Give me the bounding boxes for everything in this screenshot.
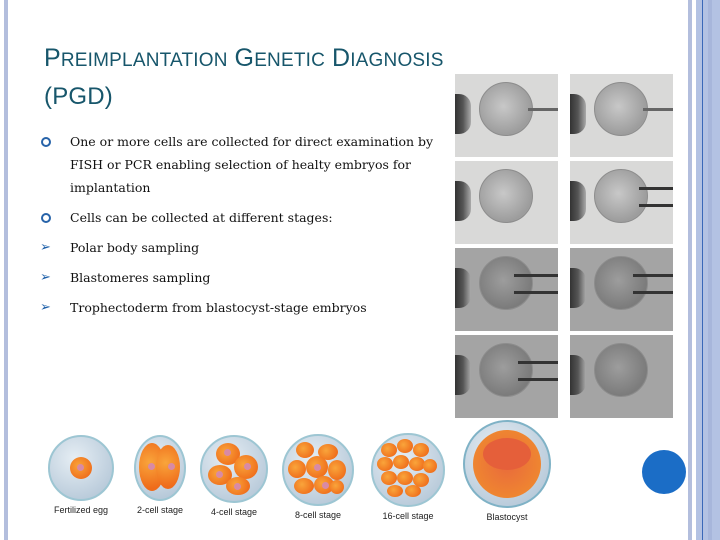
micrograph-5: [455, 248, 558, 331]
bullet-text: Polar body sampling: [70, 240, 200, 255]
title-cap-d: D: [331, 44, 351, 72]
stage-8-cell: 8-cell stage: [280, 434, 356, 520]
left-frame-bar: [4, 0, 8, 540]
micrograph-1: [455, 74, 558, 157]
embryo-development-stages: Fertilized egg 2-cell stage 4-cell stage: [40, 420, 570, 530]
stage-2-cell: 2-cell stage: [130, 435, 190, 515]
micrograph-3: [455, 161, 558, 244]
sub-bullet-item: ➢ Polar body sampling: [40, 236, 440, 259]
arrow-bullet-icon: ➢: [40, 270, 51, 285]
bullet-text: Trophectoderm from blastocyst-stage embr…: [70, 300, 367, 315]
title-word-iagnosis: IAGNOSIS: [350, 50, 444, 71]
micrograph-2: [570, 74, 673, 157]
bullet-list: One or more cells are collected for dire…: [40, 130, 440, 319]
arrow-bullet-icon: ➢: [40, 240, 51, 255]
stage-label: Fertilized egg: [53, 505, 109, 515]
stage-blastocyst: Blastocyst: [462, 420, 552, 522]
right-frame-line: [702, 0, 703, 540]
bullet-item: Cells can be collected at different stag…: [40, 206, 440, 229]
embryo-biopsy-photo-grid: [455, 74, 673, 418]
stage-4-cell: 4-cell stage: [198, 435, 270, 517]
right-frame-stripe: [688, 0, 692, 540]
stage-label: Blastocyst: [486, 512, 528, 522]
8-cell-illustration: [282, 434, 354, 506]
sub-bullet-item: ➢ Blastomeres sampling: [40, 266, 440, 289]
blastocyst-illustration: [463, 420, 551, 508]
bullet-item: One or more cells are collected for dire…: [40, 130, 440, 199]
micrograph-7: [455, 335, 558, 418]
ring-bullet-icon: [41, 213, 51, 223]
bullet-text: One or more cells are collected for dire…: [70, 134, 434, 195]
slide-title: PREIMPLANTATION GENETIC DIAGNOSIS (PGD): [44, 40, 444, 115]
bullet-text: Blastomeres sampling: [70, 270, 211, 285]
title-cap-p: P: [44, 44, 61, 72]
2-cell-illustration: [134, 435, 186, 501]
sub-bullet-item: ➢ Trophectoderm from blastocyst-stage em…: [40, 296, 440, 319]
title-word-reimplantation: REIMPLANTATION: [60, 50, 228, 71]
micrograph-4: [570, 161, 673, 244]
stage-label: 8-cell stage: [294, 510, 342, 520]
stage-16-cell: 16-cell stage: [370, 433, 446, 521]
fertilized-egg-illustration: [48, 435, 114, 501]
micrograph-8: [570, 335, 673, 418]
bullet-text: Cells can be collected at different stag…: [70, 210, 333, 225]
ring-bullet-icon: [41, 137, 51, 147]
arrow-bullet-icon: ➢: [40, 300, 51, 315]
4-cell-illustration: [200, 435, 268, 503]
stage-label: 16-cell stage: [382, 511, 434, 521]
stage-fertilized-egg: Fertilized egg: [46, 435, 116, 515]
title-word-enetic: ENETIC: [254, 50, 326, 71]
decorative-blue-circle: [642, 450, 686, 494]
right-frame-stripe-inner: [708, 0, 712, 540]
slide-title-line-1: PREIMPLANTATION GENETIC DIAGNOSIS: [44, 40, 444, 79]
slide-title-line-2: (PGD): [44, 83, 113, 110]
16-cell-illustration: [371, 433, 445, 507]
right-frame: [688, 0, 720, 540]
stage-label: 4-cell stage: [210, 507, 258, 517]
title-cap-g: G: [234, 44, 255, 72]
micrograph-6: [570, 248, 673, 331]
stage-label: 2-cell stage: [136, 505, 184, 515]
